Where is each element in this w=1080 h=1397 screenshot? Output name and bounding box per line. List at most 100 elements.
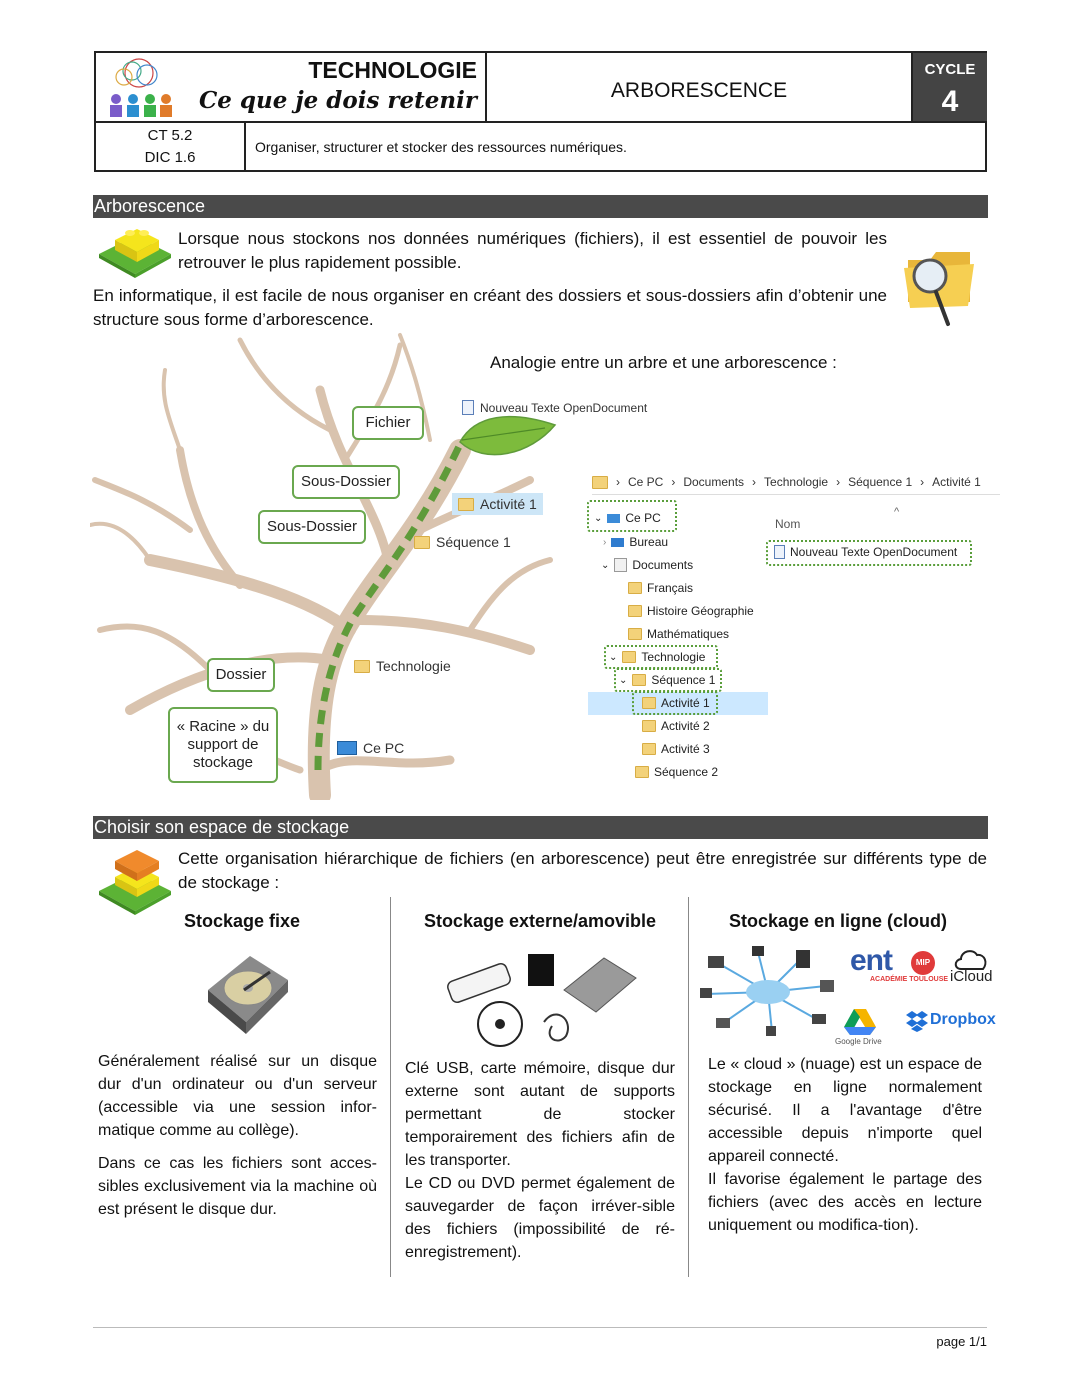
computer-icon xyxy=(607,513,621,523)
cepc-highlight-box xyxy=(587,500,677,532)
dropbox-label: Dropbox xyxy=(930,1011,996,1028)
removable-media-icon xyxy=(447,954,637,1047)
nav-francais[interactable]: Français xyxy=(628,581,693,595)
nav-label: Technologie xyxy=(641,650,706,664)
folder-icon xyxy=(354,659,370,673)
callout-dossier: Dossier xyxy=(207,658,275,692)
nav-label: Bureau xyxy=(629,535,669,549)
callout-sous-dossier-2: Sous-Dossier xyxy=(258,510,366,544)
file-highlight-box xyxy=(766,540,972,566)
ent-logo: ent xyxy=(850,944,893,977)
tree-label-sequence: Séquence 1 xyxy=(414,534,511,550)
nav-activite-2[interactable]: Activité 2 xyxy=(642,719,710,733)
nav-activite-3[interactable]: Activité 3 xyxy=(642,742,710,756)
cycle-cell: CYCLE 4 xyxy=(911,53,987,123)
sort-up-icon: ^ xyxy=(894,506,900,518)
folder-icon xyxy=(642,697,656,709)
callout-sous-dossier-1: Sous-Dossier xyxy=(292,465,400,499)
nav-technologie[interactable]: ⌄ Technologie xyxy=(609,650,705,664)
intro-paragraph-1: Lorsque nous stockons nos données numéri… xyxy=(178,229,887,272)
tree-label-technologie-text: Technologie xyxy=(376,658,451,674)
breadcrumb-item[interactable]: Documents xyxy=(683,475,745,489)
activite-highlight-box xyxy=(632,691,718,715)
breadcrumb-item[interactable]: Technologie xyxy=(764,475,829,489)
folder-icon xyxy=(632,674,647,686)
nav-cepc[interactable]: ⌄ Ce PC xyxy=(594,511,661,525)
folder-icon xyxy=(622,651,637,663)
nav-sequence-2[interactable]: Séquence 2 xyxy=(635,765,718,779)
column-divider xyxy=(688,897,689,1277)
breadcrumb-item[interactable]: Séquence 1 xyxy=(848,475,913,489)
people-logo-icon xyxy=(110,58,172,117)
folder-icon xyxy=(642,720,656,732)
sd-card-icon xyxy=(528,954,554,986)
storage-intro: Cette organisation hiérarchique de fichi… xyxy=(178,849,987,892)
nav-label: Documents xyxy=(632,558,694,572)
code-dic: DIC 1.6 xyxy=(144,149,196,166)
nav-activite-1[interactable]: Activité 1 xyxy=(642,696,710,710)
folder-icon xyxy=(628,605,642,617)
col3-title: Stockage en ligne (cloud) xyxy=(728,911,948,931)
ent-academy-text: ACADÉMIE TOULOUSE xyxy=(870,976,949,983)
tree-label-file: Nouveau Texte OpenDocument xyxy=(462,400,647,415)
folder-icon xyxy=(635,766,649,778)
document-icon xyxy=(462,400,474,415)
lego-brick-icon xyxy=(99,229,171,278)
intro-paragraph-2: En informatique, il est facile de nous o… xyxy=(93,286,887,329)
nav-documents[interactable]: ⌄ Documents xyxy=(601,558,693,572)
col2-paragraph-1: Clé USB, carte mémoire, disque dur exter… xyxy=(405,1060,675,1169)
nav-label: Séquence 1 xyxy=(651,673,716,687)
mip-badge: MIP xyxy=(911,951,935,975)
explorer-file-label: Nouveau Texte OpenDocument xyxy=(790,545,958,559)
nav-label: Ce PC xyxy=(625,511,661,525)
folder-magnifier-icon xyxy=(904,252,974,326)
chevron-down-icon: ⌄ xyxy=(619,674,628,686)
col1-paragraph-2: Dans ce cas les fichiers sont acces-sibl… xyxy=(98,1155,377,1218)
nav-label: Français xyxy=(647,581,694,595)
header-table: TECHNOLOGIE Ce que je dois retenir ARBOR… xyxy=(94,51,987,172)
col1-paragraph-1: Généralement réalisé sur un disque dur d… xyxy=(98,1053,377,1139)
folder-icon xyxy=(414,535,430,549)
nav-sequence-1[interactable]: ⌄ Séquence 1 xyxy=(619,673,715,687)
nav-label: Activité 3 xyxy=(661,742,710,756)
cycle-label: CYCLE xyxy=(924,61,976,78)
chevron-down-icon: ⌄ xyxy=(601,559,610,571)
breadcrumb-item[interactable]: Activité 1 xyxy=(932,475,981,489)
analogy-caption: Analogie entre un arbre et une arboresce… xyxy=(490,353,837,372)
page-number: page 1/1 xyxy=(936,1334,987,1349)
folder-icon xyxy=(628,582,642,594)
tree-illustration xyxy=(90,333,557,800)
chevron-right-icon: › xyxy=(603,536,607,548)
cloud-network-icon xyxy=(700,946,834,1036)
desktop-icon xyxy=(611,537,625,547)
breadcrumb-item[interactable]: Ce PC xyxy=(628,475,664,489)
explorer-breadcrumb: ›Ce PC ›Documents ›Technologie ›Séquence… xyxy=(592,470,1000,495)
external-drive-icon xyxy=(563,957,637,1013)
objective-text: Organiser, structurer et stocker des res… xyxy=(255,139,627,155)
section-title-arborescence: Arborescence xyxy=(93,195,988,218)
tree-label-file-text: Nouveau Texte OpenDocument xyxy=(480,400,648,415)
col3-paragraph-2: Il favorise également le partage des fic… xyxy=(708,1171,982,1234)
tree-label-technologie: Technologie xyxy=(354,658,451,674)
column-header-name[interactable]: Nom xyxy=(775,517,801,531)
cd-icon xyxy=(477,1001,523,1047)
tree-label-cepc-text: Ce PC xyxy=(363,740,405,756)
nav-label: Séquence 2 xyxy=(654,765,719,779)
tree-label-sequence-text: Séquence 1 xyxy=(436,534,511,550)
dropbox-icon xyxy=(906,1011,928,1032)
folder-icon xyxy=(592,475,608,489)
computer-icon xyxy=(337,741,357,755)
nav-bureau[interactable]: › Bureau xyxy=(603,535,668,549)
nav-histoire[interactable]: Histoire Géographie xyxy=(628,604,754,618)
tree-label-cepc: Ce PC xyxy=(337,740,404,756)
codes-cell: CT 5.2 DIC 1.6 xyxy=(96,123,246,172)
nav-maths[interactable]: Mathématiques xyxy=(628,627,729,641)
icloud-icon xyxy=(954,950,987,970)
footer-rule xyxy=(93,1327,987,1328)
folder-icon xyxy=(628,628,642,640)
objective-cell: Organiser, structurer et stocker des res… xyxy=(246,123,985,172)
code-ct: CT 5.2 xyxy=(147,127,193,144)
callout-racine: « Racine » du support de stockage xyxy=(168,707,278,783)
explorer-file-item[interactable]: Nouveau Texte OpenDocument xyxy=(774,545,957,559)
col2-title: Stockage externe/amovible xyxy=(423,911,657,931)
